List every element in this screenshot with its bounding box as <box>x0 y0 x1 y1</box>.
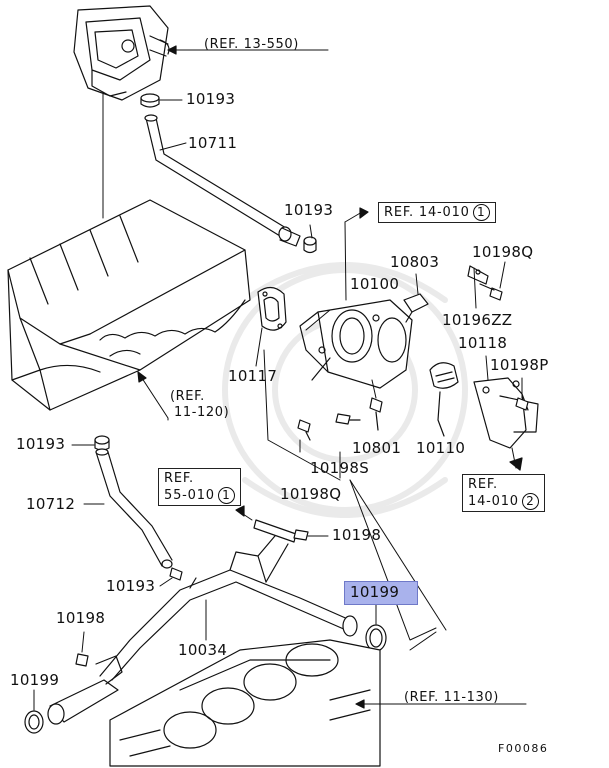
o-ring-10199-left <box>24 710 44 734</box>
thermostat-10110-part <box>429 362 459 437</box>
label-10193-left[interactable]: 10193 <box>16 435 66 453</box>
bolt-10198-right <box>293 529 309 541</box>
label-10198S[interactable]: 10198S <box>310 459 370 477</box>
label-10196ZZ[interactable]: 10196ZZ <box>442 311 513 329</box>
ref-box-14-010-1-text: REF. 14-010 <box>384 205 470 220</box>
label-10110[interactable]: 10110 <box>416 439 466 457</box>
ref-11-120-line1[interactable]: (REF. <box>170 389 205 404</box>
label-10198-left[interactable]: 10198 <box>56 609 106 627</box>
bolt-10198Q-top <box>479 283 503 301</box>
engine-block-part <box>109 639 381 767</box>
label-10711[interactable]: 10711 <box>188 134 238 152</box>
hose-10711-part <box>144 114 301 247</box>
label-10117[interactable]: 10117 <box>228 367 278 385</box>
label-10712[interactable]: 10712 <box>26 495 76 513</box>
hose-10712-part <box>95 448 173 569</box>
ref-13-550[interactable]: (REF. 13-550) <box>204 37 299 52</box>
clamp-10193-mid <box>303 236 317 254</box>
ref-box-14-010-2-line2: 14-010 <box>468 494 519 509</box>
gasket-10117-part <box>257 286 287 331</box>
o-ring-10199-right <box>365 624 387 652</box>
bolt-10198S-part <box>335 413 361 425</box>
clamp-10193-top <box>140 93 160 108</box>
label-10198Q-bottom[interactable]: 10198Q <box>280 485 342 503</box>
bolt-10198Q-bottom <box>297 419 311 441</box>
sensor-10803-part <box>403 293 429 323</box>
ref-11-120-line2[interactable]: 11-120) <box>174 405 230 420</box>
label-10801[interactable]: 10801 <box>352 439 402 457</box>
ref-box-55-010-line1: REF. <box>164 471 194 486</box>
thermostat-housing-10100-part <box>299 299 413 389</box>
intake-manifold-part <box>7 199 251 411</box>
label-10034[interactable]: 10034 <box>178 641 228 659</box>
label-10118[interactable]: 10118 <box>458 334 508 352</box>
diagram-code: F00086 <box>498 742 549 755</box>
ref-box-14-010-1-num: 1 <box>472 204 490 221</box>
label-10100[interactable]: 10100 <box>350 275 400 293</box>
pipe-10034-part <box>99 519 358 681</box>
clamp-10193-bottom <box>169 567 183 581</box>
ref-box-55-010-line2: 55-010 <box>164 488 215 503</box>
bolt-10801-part <box>369 397 383 431</box>
label-10199-highlight[interactable]: 10199 <box>350 583 400 601</box>
housing-10118-part <box>473 377 539 449</box>
highlight-10199 <box>344 581 418 605</box>
ref-box-14-010-2-line1: REF. <box>468 477 498 492</box>
label-10199-left[interactable]: 10199 <box>10 671 60 689</box>
clamp-10193-left <box>94 435 110 451</box>
label-10193-mid[interactable]: 10193 <box>284 201 334 219</box>
label-10193-bottom[interactable]: 10193 <box>106 577 156 595</box>
label-10198-right[interactable]: 10198 <box>332 526 382 544</box>
ref-box-55-010-num: 1 <box>217 487 235 504</box>
throttle-body-part <box>73 5 170 101</box>
label-10198Q-top[interactable]: 10198Q <box>472 243 534 261</box>
bolt-10198-left <box>75 653 89 667</box>
bolt-10198P-part <box>515 397 529 411</box>
ref-11-130[interactable]: (REF. 11-130) <box>404 690 499 705</box>
ref-box-14-010-2-num: 2 <box>521 493 539 510</box>
label-10803[interactable]: 10803 <box>390 253 440 271</box>
label-10198P[interactable]: 10198P <box>490 356 549 374</box>
label-10193-top[interactable]: 10193 <box>186 90 236 108</box>
bracket-10196ZZ-part <box>467 265 489 285</box>
fitting-left-part <box>47 655 123 725</box>
